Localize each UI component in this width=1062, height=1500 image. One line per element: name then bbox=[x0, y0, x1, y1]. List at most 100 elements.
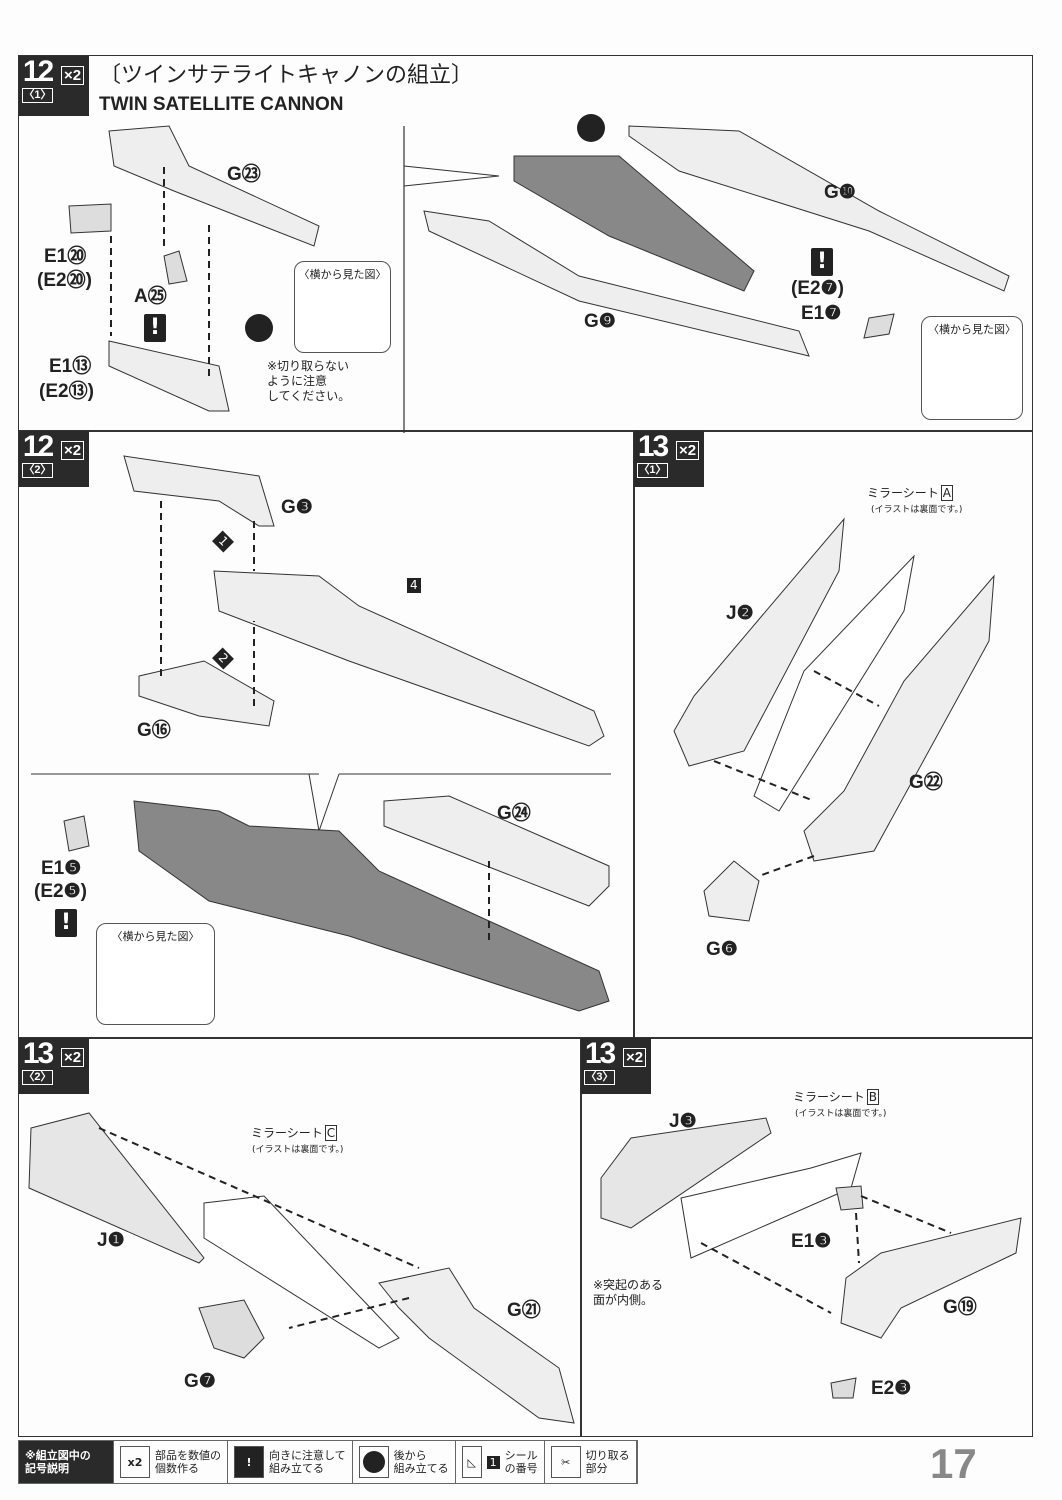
part-label: G⑯ bbox=[137, 720, 171, 741]
times-badge: ×2 bbox=[60, 441, 85, 460]
sticker-number: 4 bbox=[407, 578, 421, 593]
part-label: G❼ bbox=[184, 1371, 216, 1392]
part-label: E1❸ bbox=[791, 1231, 832, 1252]
orientation-warning-icon: ! bbox=[144, 314, 166, 342]
step-12-1-panel: 12〈1〉 ×2 〔ツインサテライトキャノンの組立〕 TWIN SATELLIT… bbox=[18, 55, 1033, 433]
part-label: G❾ bbox=[584, 311, 616, 332]
parts-illustration bbox=[28, 1112, 575, 1424]
mirror-sheet-note: (イラストは裏面です。) bbox=[871, 505, 963, 515]
step-sub: 〈3〉 bbox=[584, 1070, 615, 1085]
times-icon: x2 bbox=[120, 1446, 150, 1478]
step-sub: 〈2〉 bbox=[22, 463, 53, 478]
part-label: J❶ bbox=[97, 1230, 125, 1251]
part-label: E2❸ bbox=[871, 1378, 912, 1399]
sticker-number-icon: 1 bbox=[486, 1455, 500, 1469]
step-sub: 〈2〉 bbox=[22, 1070, 53, 1085]
part-label: G❸ bbox=[281, 497, 313, 518]
side-view-callout: 〈横から見た図〉 bbox=[294, 261, 391, 353]
orientation-warning-icon: ! bbox=[811, 248, 833, 276]
step-sub: 〈1〉 bbox=[22, 88, 53, 103]
step-sub: 〈1〉 bbox=[637, 463, 668, 478]
part-label: J❸ bbox=[669, 1111, 697, 1132]
parts-illustration bbox=[673, 517, 995, 922]
part-label: G㉓ bbox=[227, 164, 261, 185]
step-number: 13 bbox=[584, 1037, 616, 1070]
step-number: 13 bbox=[22, 1037, 54, 1070]
part-label: (E2❼) bbox=[791, 278, 844, 299]
part-label: (E2⑬) bbox=[39, 381, 94, 402]
parts-illustration bbox=[600, 1117, 1022, 1399]
step-number: 12 bbox=[22, 430, 54, 463]
title-jp: 〔ツインサテライトキャノンの組立〕 bbox=[99, 62, 474, 87]
later-assembly-icon bbox=[358, 1446, 389, 1478]
mirror-sheet-letter: A bbox=[940, 485, 953, 501]
part-label: (E2❺) bbox=[34, 881, 87, 902]
note: ※突起のある 面が内側。 bbox=[593, 1278, 664, 1307]
mirror-sheet-note: (イラストは裏面です。) bbox=[252, 1145, 344, 1155]
exclamation-icon: ! bbox=[234, 1446, 264, 1478]
step-header: 13〈1〉 ×2 bbox=[634, 431, 704, 487]
step-12-2-panel: 12〈2〉 ×2 G❸ G⑯ G㉔ E1❺ (E2❺) ! 1 2 4 〈横から… bbox=[18, 430, 635, 1039]
times-badge: ×2 bbox=[60, 1048, 85, 1067]
callout-title: 〈横から見た図〉 bbox=[298, 268, 387, 281]
legend-item: ✂切り取る 部分 bbox=[545, 1441, 637, 1483]
page-number: 17 bbox=[930, 1440, 977, 1487]
part-label: G⑲ bbox=[943, 1297, 977, 1318]
part-label: (E2⑳) bbox=[37, 270, 92, 291]
orientation-warning-icon: ! bbox=[55, 909, 77, 937]
legend-item: 後から 組み立てる bbox=[353, 1441, 456, 1483]
part-label: G㉑ bbox=[507, 1300, 541, 1321]
mirror-sheet-letter: C bbox=[324, 1125, 338, 1141]
sticker-icon: ◺ bbox=[461, 1446, 482, 1478]
legend-text: 後から 組み立てる bbox=[393, 1449, 449, 1475]
legend-text: シール の番号 bbox=[504, 1449, 538, 1475]
side-view-callout: 〈横から見た図〉 bbox=[921, 316, 1023, 420]
part-label: E1⑬ bbox=[49, 356, 92, 377]
callout-title: 〈横から見た図〉 bbox=[111, 930, 200, 943]
step-number: 13 bbox=[637, 430, 669, 463]
step-header: 13〈3〉 ×2 bbox=[581, 1038, 651, 1094]
mirror-sheet-note: (イラストは裏面です。) bbox=[795, 1109, 887, 1119]
part-label: G㉒ bbox=[909, 772, 943, 793]
step-header: 13〈2〉 ×2 bbox=[19, 1038, 89, 1094]
part-label: E1❼ bbox=[801, 303, 842, 324]
part-label: E1⑳ bbox=[44, 246, 87, 267]
part-label: J❷ bbox=[726, 603, 754, 624]
legend-item: !向きに注意して 組み立てる bbox=[228, 1441, 353, 1483]
times-badge: ×2 bbox=[60, 66, 85, 85]
mirror-sheet-text: ミラーシート bbox=[793, 1090, 865, 1104]
legend-item: ◺ 1 シール の番号 bbox=[456, 1441, 545, 1483]
mirror-sheet-text: ミラーシート bbox=[867, 486, 939, 500]
times-badge: ×2 bbox=[675, 441, 700, 460]
times-badge: ×2 bbox=[622, 1048, 647, 1067]
title-en: TWIN SATELLITE CANNON bbox=[99, 94, 344, 115]
mirror-sheet-text: ミラーシート bbox=[251, 1126, 323, 1140]
nipper-icon: ✂ bbox=[550, 1446, 581, 1478]
mirror-sheet-letter: B bbox=[866, 1089, 879, 1105]
legend-text: 向きに注意して 組み立てる bbox=[269, 1449, 346, 1475]
part-label: G❿ bbox=[824, 182, 856, 203]
step-number: 12 bbox=[22, 55, 54, 88]
note: ※切り取らない ように注意 してください。 bbox=[267, 359, 351, 403]
part-label: G㉔ bbox=[497, 803, 531, 824]
part-label: E1❺ bbox=[41, 858, 82, 879]
legend-title: ※組立図中の 記号説明 bbox=[19, 1441, 114, 1483]
callout-title: 〈横から見た図〉 bbox=[928, 323, 1016, 336]
step-header: 12〈1〉 ×2 bbox=[19, 56, 89, 116]
parts-illustration bbox=[31, 455, 611, 1012]
part-label: A㉕ bbox=[134, 286, 167, 307]
side-view-callout: 〈横から見た図〉 bbox=[96, 923, 215, 1025]
legend-text: 部品を数値の 個数作る bbox=[155, 1449, 221, 1475]
part-label: G❻ bbox=[706, 939, 738, 960]
step-header: 12〈2〉 ×2 bbox=[19, 431, 89, 487]
legend-text: 切り取る 部分 bbox=[585, 1449, 630, 1475]
